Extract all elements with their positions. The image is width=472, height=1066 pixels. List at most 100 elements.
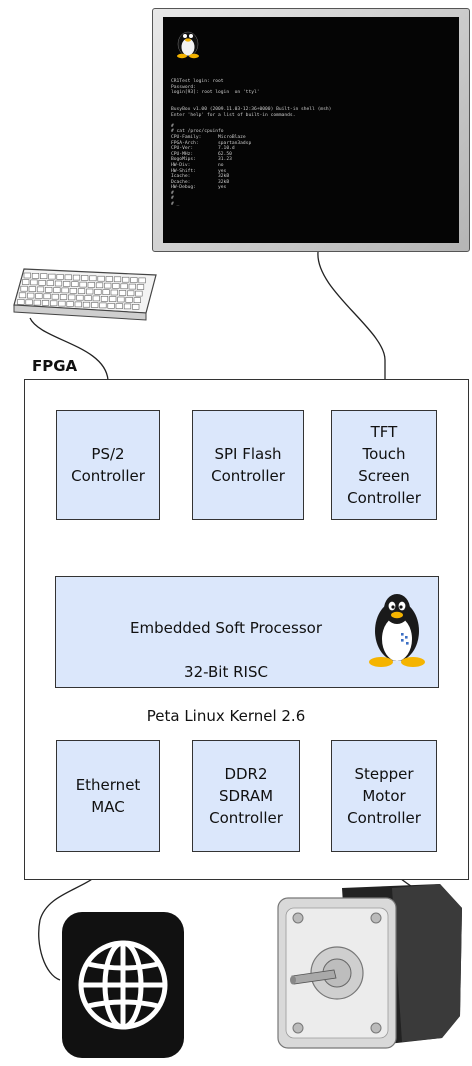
keyboard-key	[23, 272, 31, 279]
keyboard-key	[86, 288, 94, 295]
terminal-line: CPU-Family: MicroBlaze	[171, 134, 246, 140]
keyboard-key	[51, 293, 59, 300]
keyboard-key	[91, 302, 99, 308]
keyboard-key	[63, 281, 71, 287]
keyboard-key	[59, 294, 68, 300]
keyboard-key	[27, 292, 35, 299]
keyboard-key	[33, 299, 41, 306]
terminal-line: FPGA-Arch: spartan3adsp	[171, 140, 252, 146]
terminal-line: #	[171, 196, 174, 202]
keyboard-key	[25, 299, 33, 306]
stepper-motor-icon	[277, 884, 462, 1049]
keyboard-key	[54, 280, 63, 287]
embedded-processor-block: Embedded Soft Processor 32-Bit RISC Peta…	[55, 576, 439, 725]
processor-line-2: 32-Bit RISC	[184, 663, 268, 681]
terminal-line: HW-Debug: yes	[171, 185, 227, 191]
globe-icon	[62, 912, 184, 1058]
keyboard-key	[107, 302, 115, 309]
keyboard-key	[133, 297, 141, 304]
keyboard-key	[112, 283, 120, 289]
tux-penguin-icon	[369, 594, 425, 667]
keyboard-key	[61, 287, 69, 294]
terminal-line: BogoMips: 31.23	[171, 157, 232, 163]
keyboard-key	[56, 274, 64, 280]
keyboard-key	[40, 273, 48, 279]
keyboard-key	[77, 288, 86, 294]
processor-line-1: Embedded Soft Processor	[129, 619, 322, 637]
keyboard-key	[74, 301, 82, 308]
keyboard-key	[31, 273, 40, 279]
terminal-line: CR1Test login: root	[171, 79, 224, 84]
keyboard-icon	[13, 268, 157, 321]
terminal-line: Icache: 32kB	[171, 174, 230, 180]
stepper-motor-controller-block: Stepper Motor Controller	[331, 740, 437, 852]
keyboard-key	[18, 292, 27, 299]
keyboard-key	[45, 286, 53, 293]
terminal-line: #	[171, 190, 174, 196]
keyboard-key	[30, 279, 38, 286]
terminal-line: CPU-MHz: 62.50	[171, 151, 232, 157]
keyboard-key	[115, 303, 123, 309]
terminal-line: # cat /proc/cpuinfo	[171, 129, 224, 135]
keyboard-key	[118, 290, 127, 296]
keyboard-key	[38, 280, 46, 286]
keyboard-key	[135, 290, 143, 297]
monitor-cable	[317, 251, 386, 410]
keyboard-key	[104, 282, 112, 289]
keyboard-key	[99, 302, 107, 309]
keyboard-key	[64, 274, 72, 281]
keyboard-key	[35, 293, 43, 299]
terminal-line: # _	[171, 202, 180, 208]
keyboard-key	[128, 283, 136, 290]
keyboard-key	[87, 282, 95, 288]
terminal-line: HW-Shift: yes	[171, 168, 227, 174]
keyboard-key	[81, 275, 89, 281]
ddr2-sdram-controller-block: DDR2 SDRAM Controller	[192, 740, 300, 852]
terminal-line: BusyBox v1.00 (2009.11.03-12:36+0000) Bu…	[171, 106, 332, 112]
terminal-line: Dcache: 32kB	[171, 179, 230, 185]
keyboard-key	[36, 286, 45, 293]
ethernet-mac-block: Ethernet MAC	[56, 740, 160, 852]
keyboard-key	[76, 294, 84, 301]
keyboard-key	[46, 280, 54, 286]
keyboard-key	[43, 293, 51, 300]
keyboard-key	[68, 294, 76, 301]
terminal-line: HW-Div: no	[171, 162, 224, 168]
keyboard-key	[120, 283, 128, 290]
processor-line-3: Peta Linux Kernel 2.6	[146, 707, 306, 725]
keyboard-key	[92, 295, 100, 302]
keyboard-key	[69, 287, 77, 294]
keyboard-key	[71, 281, 79, 288]
keyboard-key	[97, 275, 105, 282]
keyboard-key	[132, 303, 140, 310]
keyboard-key	[79, 281, 87, 288]
keyboard-key	[72, 274, 81, 281]
keyboard-key	[95, 282, 104, 289]
keyboard-key	[17, 299, 25, 305]
keyboard-key	[113, 276, 122, 283]
keyboard-key	[123, 303, 132, 310]
keyboard-key	[94, 288, 102, 295]
keyboard-key	[41, 300, 50, 306]
keyboard-key	[102, 289, 110, 296]
keyboard-key	[53, 287, 61, 293]
terminal-line: Enter 'help' for a list of built-in comm…	[171, 112, 296, 118]
terminal-line: login[93]: root login on 'ttyl'	[171, 90, 260, 96]
spi-flash-controller-block: SPI Flash Controller	[192, 410, 304, 520]
keyboard-key	[28, 286, 36, 292]
processor-label: Embedded Soft Processor 32-Bit RISC Peta…	[96, 595, 356, 749]
keyboard-key	[122, 276, 130, 283]
keyboard-key	[109, 296, 117, 302]
keyboard-key	[20, 285, 28, 292]
terminal-line: CPU-Ver: 7.10.d	[171, 146, 235, 152]
terminal-line: Password:	[171, 84, 196, 90]
keyboard-key	[58, 300, 66, 307]
keyboard-key	[136, 284, 145, 290]
keyboard-key	[125, 296, 133, 303]
keyboard-key	[138, 277, 146, 284]
keyboard-key	[89, 275, 97, 282]
keyboard-key	[117, 296, 125, 303]
ps2-controller-block: PS/2 Controller	[56, 410, 160, 520]
